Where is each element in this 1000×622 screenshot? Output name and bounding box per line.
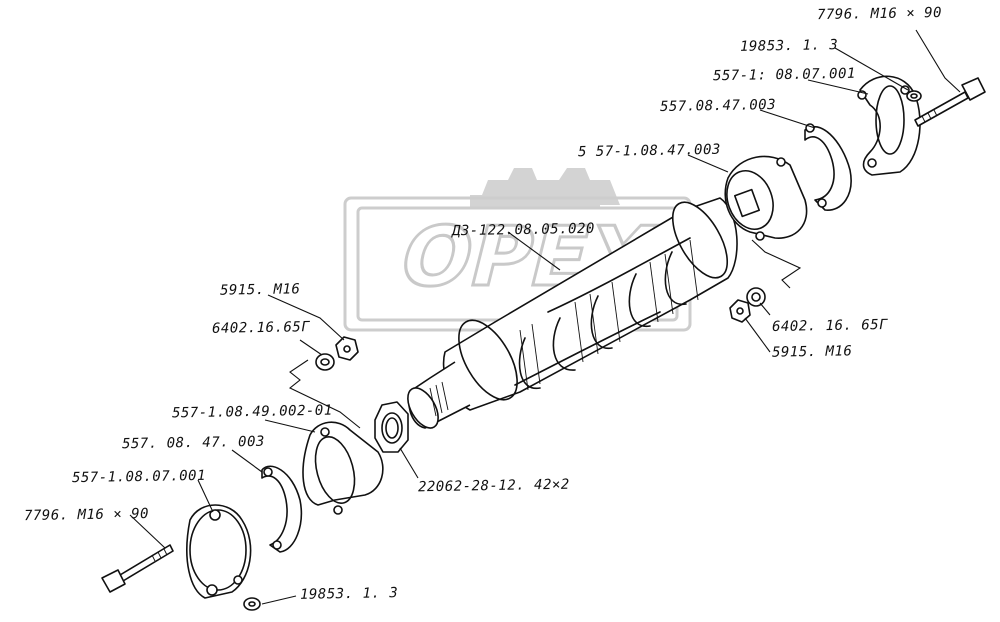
right-cap <box>857 75 921 176</box>
label-washer-bottom-left: 19853. 1. 3 <box>299 585 399 603</box>
watermark-gear <box>470 168 620 209</box>
right-washer <box>906 90 922 102</box>
label-bearing-ring-left: 557. 08. 47. 003 <box>121 433 265 453</box>
left-bolt <box>101 544 174 593</box>
left-bearing-ring <box>261 465 303 553</box>
left-washer <box>243 597 261 611</box>
label-bearing-ring-right: 557.08.47.003 <box>659 96 777 116</box>
right-housing <box>724 155 808 241</box>
label-lockwasher-left: 6402.16.65Г <box>211 319 311 337</box>
right-nut <box>729 299 751 323</box>
label-lockwasher-right: 6402. 16. 65Г <box>771 316 889 336</box>
label-bolt-left: 7796. М16 × 90 <box>23 505 150 525</box>
left-nut <box>335 336 359 361</box>
leader-lines <box>129 29 961 605</box>
shaft-nut <box>374 401 409 453</box>
roller-drum <box>407 197 738 429</box>
left-lock-washer <box>315 353 335 371</box>
label-nut-left: 5915. М16 <box>219 281 301 299</box>
label-cap-left: 557-1.08.07.001 <box>71 467 207 487</box>
right-bolt <box>914 77 986 127</box>
label-cap-right: 557-1: 08.07.001 <box>712 65 856 85</box>
left-cap <box>186 504 252 599</box>
label-bolt-top-right: 7796. М16 × 90 <box>816 4 943 24</box>
left-housing <box>302 421 384 515</box>
label-washer-top-right: 19853. 1. 3 <box>739 37 839 55</box>
label-roller: ДЗ-122.08.05.020 <box>451 220 595 240</box>
label-shaft-nut: 22062-28-12. 42×2 <box>417 476 570 496</box>
right-lock-washer <box>746 287 766 307</box>
label-housing-left: 557-1.08.49.002-01 <box>171 402 333 422</box>
label-nut-right: 5915. М16 <box>771 343 853 361</box>
right-bearing-ring <box>804 123 852 211</box>
label-housing-right: 5 57-1.08.47.003 <box>577 141 721 161</box>
